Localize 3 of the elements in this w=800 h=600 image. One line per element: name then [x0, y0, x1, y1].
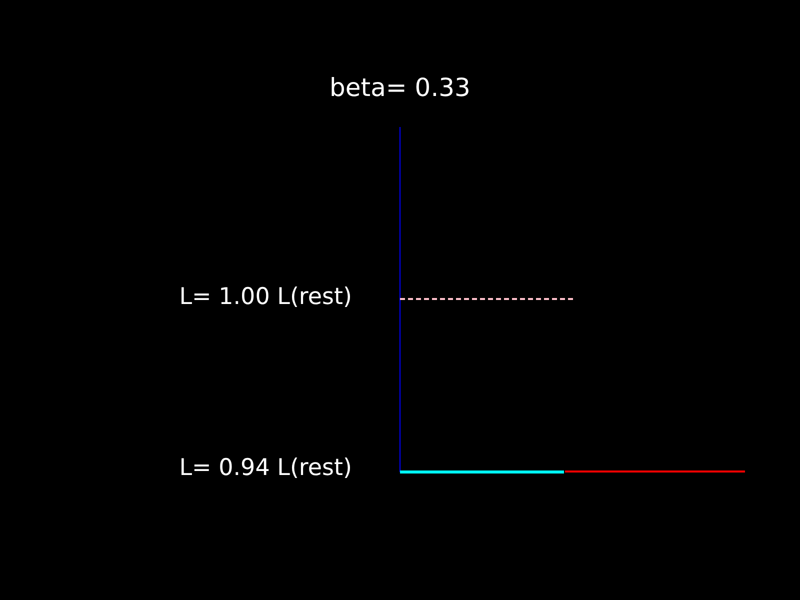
length-label: L= 0.94 L(rest) [179, 457, 352, 480]
title: beta= 0.33 [328, 75, 472, 100]
length-label: L= 1.00 L(rest) [179, 286, 352, 309]
